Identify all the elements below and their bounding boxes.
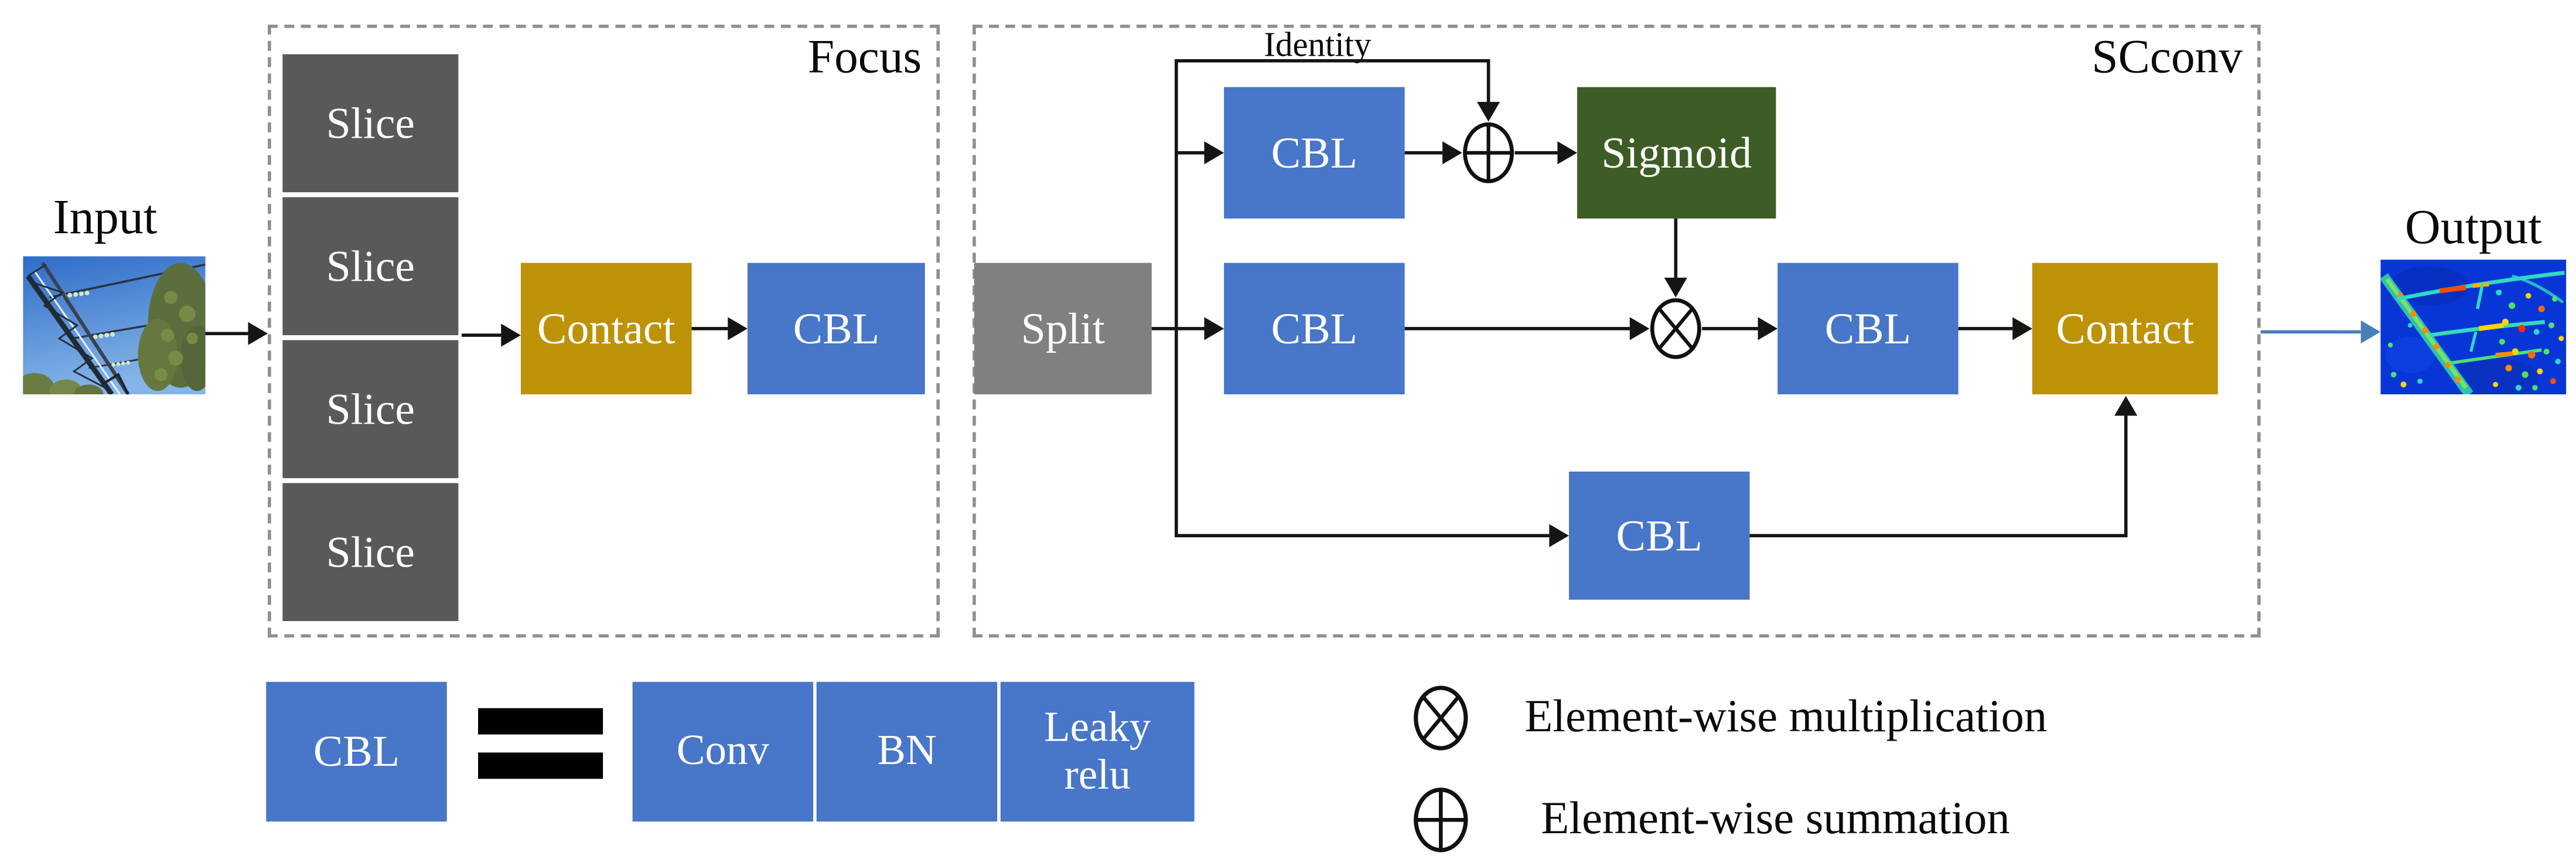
input-image — [23, 256, 206, 395]
bottom-return-line — [1749, 534, 2128, 537]
sigmoid-block: Sigmoid — [1577, 87, 1776, 219]
focus-module-box: Focus — [268, 25, 940, 638]
arrowhead — [1758, 317, 1778, 340]
arrow-input-to-focus — [205, 332, 248, 336]
scconv-title: SCconv — [2091, 31, 2243, 84]
arrow-cbl-to-times — [1404, 327, 1630, 330]
arrowhead — [2012, 317, 2032, 340]
slice-block-1: Slice — [282, 54, 459, 193]
identity-line — [1175, 59, 1489, 63]
arrowhead — [1664, 277, 1687, 298]
scconv-module-box: SCconv — [973, 25, 2261, 638]
arrowhead — [1204, 141, 1224, 165]
equals-sign — [478, 752, 603, 779]
legend-expansion-box: Conv BN Leaky relu — [632, 681, 1195, 822]
focus-title: Focus — [807, 31, 922, 84]
split-block: Split — [974, 262, 1152, 395]
bottom-return-riser — [2124, 415, 2128, 537]
branch-trunk-line — [1175, 59, 1178, 536]
arrow-cbl-to-plus — [1404, 151, 1443, 155]
arrow-to-top-cbl — [1175, 151, 1205, 155]
circle-times-icon — [1414, 686, 1468, 751]
slice-block-3: Slice — [282, 340, 459, 479]
circle-plus-icon — [1463, 122, 1514, 183]
legend-multiplication-text: Element-wise multiplication — [1524, 691, 2048, 743]
legend-conv-cell: Conv — [632, 681, 814, 822]
output-label: Output — [2404, 200, 2542, 255]
identity-drop-line — [1486, 59, 1490, 102]
arrow-scconv-to-output — [2260, 330, 2361, 334]
scconv-cbl-mid-block: CBL — [1224, 262, 1405, 395]
slice-block-2: Slice — [282, 197, 459, 336]
arrow-sigmoid-to-times — [1674, 218, 1678, 278]
arrowhead — [1549, 524, 1570, 547]
arrow-cbl-to-contact — [1958, 327, 2013, 330]
arrowhead — [1477, 101, 1500, 122]
focus-contact-block: Contact — [520, 262, 692, 395]
arrowhead — [1204, 317, 1224, 340]
arrowhead — [501, 323, 521, 347]
arrowhead — [2114, 396, 2138, 416]
arrow-plus-to-sigmoid — [1514, 151, 1558, 155]
identity-label: Identity — [1264, 25, 1371, 64]
arrow-contact-to-cbl — [691, 327, 728, 330]
scconv-cbl-top-block: CBL — [1224, 87, 1405, 219]
legend-cbl-block: CBL — [266, 681, 447, 822]
scconv-contact-block: Contact — [2032, 262, 2218, 395]
scconv-cbl-right-block: CBL — [1777, 262, 1959, 395]
scconv-cbl-bottom-block: CBL — [1569, 471, 1750, 600]
output-heatmap-image — [2380, 260, 2567, 395]
arrow-split-to-mid-cbl — [1151, 327, 1205, 330]
legend-bn-cell: BN — [816, 681, 998, 822]
slice-block-4: Slice — [282, 483, 459, 622]
bottom-branch-line — [1175, 534, 1550, 537]
arrowhead — [1629, 317, 1650, 340]
equals-sign — [478, 708, 603, 735]
focus-cbl-block: CBL — [747, 262, 925, 395]
arrow-slice-to-contact — [461, 333, 501, 337]
legend-leaky-relu-cell: Leaky relu — [1000, 681, 1195, 822]
circle-plus-icon — [1414, 787, 1468, 853]
arrowhead — [1557, 141, 1578, 165]
arrowhead — [1442, 141, 1462, 165]
input-label: Input — [53, 190, 158, 245]
circle-times-icon — [1650, 298, 1701, 359]
arrowhead — [2360, 320, 2381, 344]
arrow-times-to-cbl — [1702, 327, 1758, 330]
arrowhead — [248, 322, 268, 345]
arrowhead — [728, 317, 748, 340]
legend-summation-text: Element-wise summation — [1541, 793, 2010, 845]
